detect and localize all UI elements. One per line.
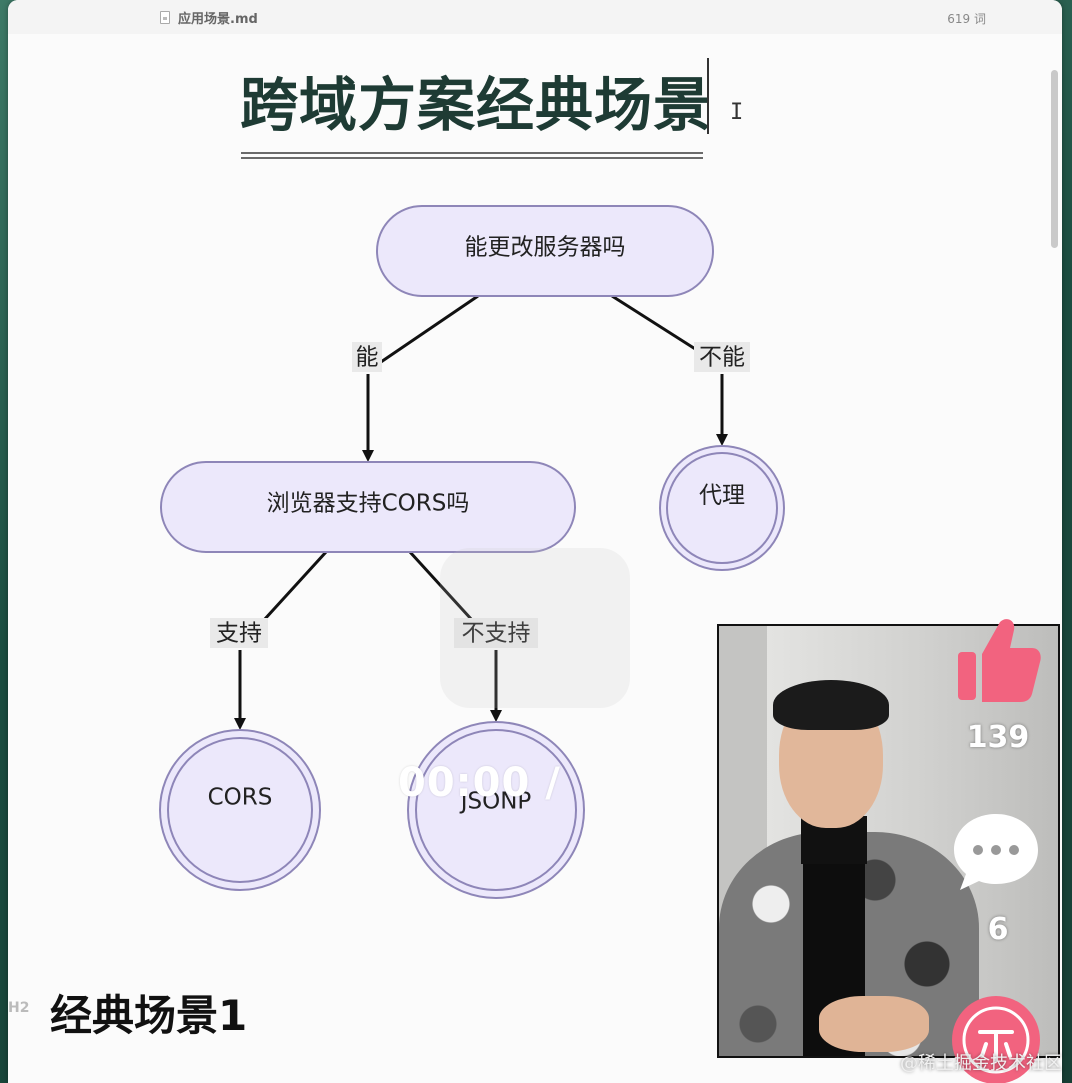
node-cors[interactable] (159, 729, 321, 891)
edge-root-left (377, 294, 479, 366)
node-root-label: 能更改服务器吗 (465, 235, 626, 261)
node-cors-label: CORS (208, 785, 273, 811)
heading-level-marker: H2 (8, 1000, 30, 1016)
edge-label-not-support: 不支持 (462, 621, 531, 647)
node-root[interactable] (376, 205, 714, 297)
edge-label-yes: 能 (356, 345, 379, 371)
comment-count: 6 (987, 912, 1009, 947)
edge-label-no-bg (694, 342, 750, 372)
video-timer: 00:00 / (398, 760, 561, 806)
node-jsonp[interactable] (407, 721, 585, 899)
edge-root-right (611, 294, 701, 354)
title-bar: 应用场景.md 619 词 (8, 0, 1062, 34)
thumbs-up-icon[interactable] (954, 616, 1042, 706)
scrollbar-thumb[interactable] (1051, 70, 1058, 248)
flowchart: 能更改服务器吗 浏览器支持CORS吗 代理 CORS JSONP 能 不能 支持… (159, 205, 785, 899)
edge-browser-left (262, 550, 328, 622)
edge-label-no: 不能 (699, 345, 745, 371)
node-proxy-label: 代理 (699, 483, 745, 509)
like-count: 139 (966, 720, 1030, 755)
ibeam-cursor-icon: I (730, 100, 744, 125)
node-browser[interactable] (160, 461, 576, 553)
node-cors-inner-ring (167, 737, 313, 883)
presenter-hair (773, 680, 889, 730)
markdown-file-icon (160, 11, 170, 24)
node-proxy[interactable] (659, 445, 785, 571)
node-browser-label: 浏览器支持CORS吗 (267, 491, 470, 517)
title-underline (241, 152, 703, 159)
file-name: 应用场景.md (178, 12, 258, 27)
text-caret (707, 58, 709, 134)
coin-icon[interactable] (950, 994, 1042, 1083)
edge-label-support: 支持 (216, 621, 262, 647)
edge-label-support-bg (210, 618, 268, 648)
word-count[interactable]: 619 词 (947, 12, 986, 26)
section-heading[interactable]: 经典场景1 (50, 991, 248, 1040)
document-title[interactable]: 跨域方案经典场景 (240, 71, 713, 139)
edge-label-yes-bg (352, 342, 382, 372)
play-watermark-icon (440, 548, 630, 708)
node-jsonp-inner-ring (415, 729, 577, 891)
site-watermark: @稀土掘金技术社区 (900, 1053, 1062, 1074)
edge-label-not-support-bg (454, 618, 538, 648)
file-name-tab[interactable]: 应用场景.md (160, 8, 258, 27)
node-jsonp-label: JSONP (459, 789, 532, 815)
comment-bubble-icon[interactable] (952, 810, 1040, 894)
edge-browser-right (408, 550, 474, 622)
node-proxy-inner-ring (666, 452, 778, 564)
presenter-hands (819, 996, 929, 1052)
